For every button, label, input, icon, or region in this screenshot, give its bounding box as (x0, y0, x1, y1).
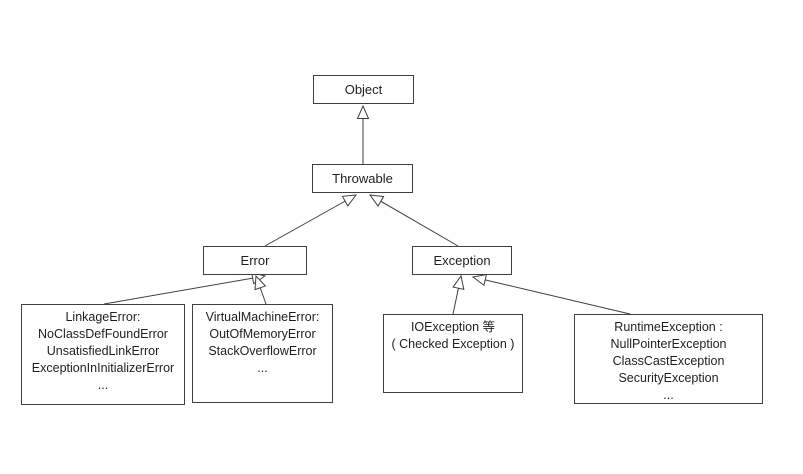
class-node-line: RuntimeException : (614, 320, 723, 334)
class-node-throwable: Throwable (312, 164, 413, 193)
class-node-label: Exception (433, 253, 491, 268)
class-node-checked-exception: IOException 等 ( Checked Exception ) (383, 314, 523, 393)
edge-linkageerror-error (103, 272, 267, 305)
class-node-exception: Exception (412, 246, 512, 275)
class-node-runtime-exception: RuntimeException : NullPointerException … (574, 314, 763, 404)
class-node-line: UnsatisfiedLinkError (46, 344, 160, 358)
class-node-label: Error (240, 253, 270, 268)
class-node-line: NullPointerException (610, 337, 727, 351)
class-node-line: SecurityException (618, 371, 719, 385)
class-node-line: ... (257, 361, 268, 375)
class-node-line: IOException 等 (410, 320, 496, 334)
class-node-label: Throwable (332, 171, 393, 186)
class-node-line: VirtualMachineError: (205, 310, 320, 324)
class-node-virtual-machine-error: VirtualMachineError: OutOfMemoryError St… (192, 304, 333, 403)
class-node-line: NoClassDefFoundError (38, 327, 168, 341)
edge-runtimeexception-exception (471, 273, 631, 315)
class-node-line: ... (97, 378, 109, 392)
class-node-line: StackOverflowError (208, 344, 317, 358)
edge-virtualmachineerror-error (254, 274, 267, 305)
class-node-line: OutOfMemoryError (209, 327, 316, 341)
class-node-error: Error (203, 246, 307, 275)
class-node-line: ... (663, 388, 674, 402)
class-node-line: ClassCastException (612, 354, 725, 368)
class-node-line: ExceptionInInitializerError (31, 361, 175, 375)
class-node-line: LinkageError: (65, 310, 141, 324)
edge-ioexception-exception (452, 274, 465, 315)
class-node-object: Object (313, 75, 414, 104)
class-node-label: Object (344, 82, 383, 97)
edge-error-throwable (264, 194, 358, 247)
class-node-line: ( Checked Exception ) (391, 337, 515, 351)
edge-exception-throwable (368, 194, 459, 247)
class-node-linkage-error: LinkageError: NoClassDefFoundError Unsat… (21, 304, 185, 405)
